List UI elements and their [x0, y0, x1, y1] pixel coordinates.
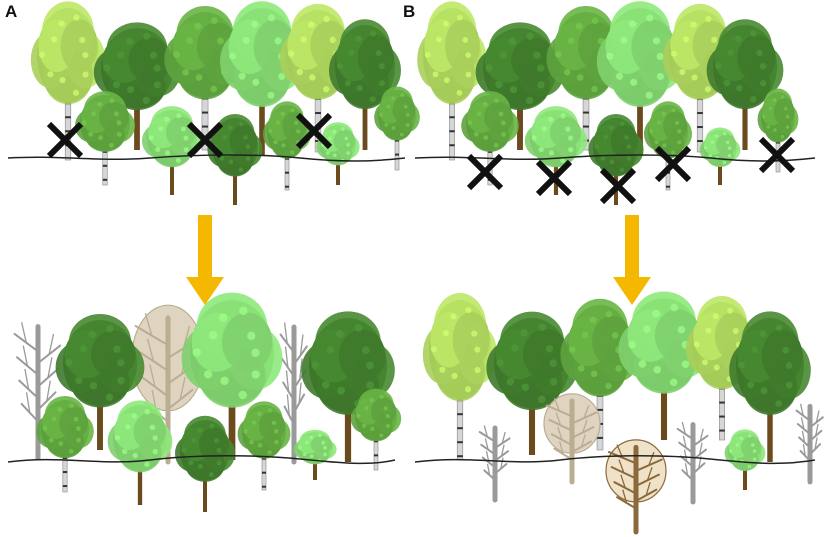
- cross-mark-icon: [758, 136, 796, 174]
- down-arrow-icon: [186, 215, 224, 305]
- deciduous-tree-icon: [699, 127, 741, 185]
- ground-line: [414, 455, 816, 465]
- cross-mark-icon: [535, 159, 573, 197]
- deciduous-tree-icon: [596, 1, 684, 156]
- deciduous-tree-icon: [329, 19, 401, 150]
- deciduous-tree-icon: [175, 415, 235, 512]
- deciduous-tree-icon: [107, 400, 173, 505]
- birch-tree-icon: [350, 388, 402, 471]
- deciduous-tree-icon: [181, 292, 283, 460]
- birch-tree-icon: [644, 101, 692, 191]
- cross-mark-icon: [654, 145, 692, 183]
- dead-tree-icon: [795, 403, 824, 485]
- panel-a-label: A: [5, 2, 18, 21]
- down-arrow-icon: [613, 215, 651, 305]
- cross-mark-icon: [599, 167, 637, 205]
- birch-tree-icon: [757, 88, 799, 173]
- deciduous-tree-icon: [724, 429, 766, 490]
- birch-tree-icon: [374, 86, 420, 171]
- cross-mark-icon: [466, 153, 504, 191]
- ground-line: [7, 154, 406, 162]
- birch-tree-icon: [417, 1, 487, 161]
- ground-line: [7, 455, 396, 465]
- deciduous-tree-icon: [588, 113, 644, 205]
- dead-tree-icon: [676, 421, 709, 505]
- dead-tree-icon: [605, 439, 667, 535]
- birch-tree-icon: [75, 91, 135, 186]
- deciduous-tree-icon: [729, 311, 811, 462]
- birch-tree-icon: [422, 293, 498, 461]
- birch-tree-icon: [36, 396, 94, 493]
- dead-tree-icon: [478, 425, 511, 503]
- deciduous-tree-icon: [55, 313, 145, 450]
- birch-tree-icon: [263, 101, 312, 191]
- dead-tree-icon: [543, 393, 601, 485]
- deciduous-tree-icon: [524, 106, 588, 195]
- deciduous-tree-icon: [618, 291, 710, 440]
- panel-b: [414, 1, 824, 535]
- deciduous-tree-icon: [301, 311, 395, 462]
- cross-mark-icon: [46, 121, 84, 159]
- cross-mark-icon: [295, 112, 333, 150]
- birch-tree-icon: [30, 1, 106, 161]
- dead-tree-icon: [279, 322, 308, 465]
- cross-mark-icon: [186, 121, 224, 159]
- deciduous-tree-icon: [316, 122, 360, 185]
- deciduous-tree-icon: [93, 22, 181, 150]
- birch-tree-icon: [237, 401, 291, 491]
- deciduous-tree-icon: [293, 429, 337, 480]
- panel-b-label: B: [403, 2, 416, 21]
- deciduous-tree-icon: [207, 113, 263, 205]
- deciduous-tree-icon: [706, 19, 784, 150]
- deciduous-tree-icon: [475, 22, 565, 150]
- birch-tree-icon: [461, 91, 519, 186]
- panel-a: [7, 1, 420, 512]
- ground-line: [414, 154, 816, 162]
